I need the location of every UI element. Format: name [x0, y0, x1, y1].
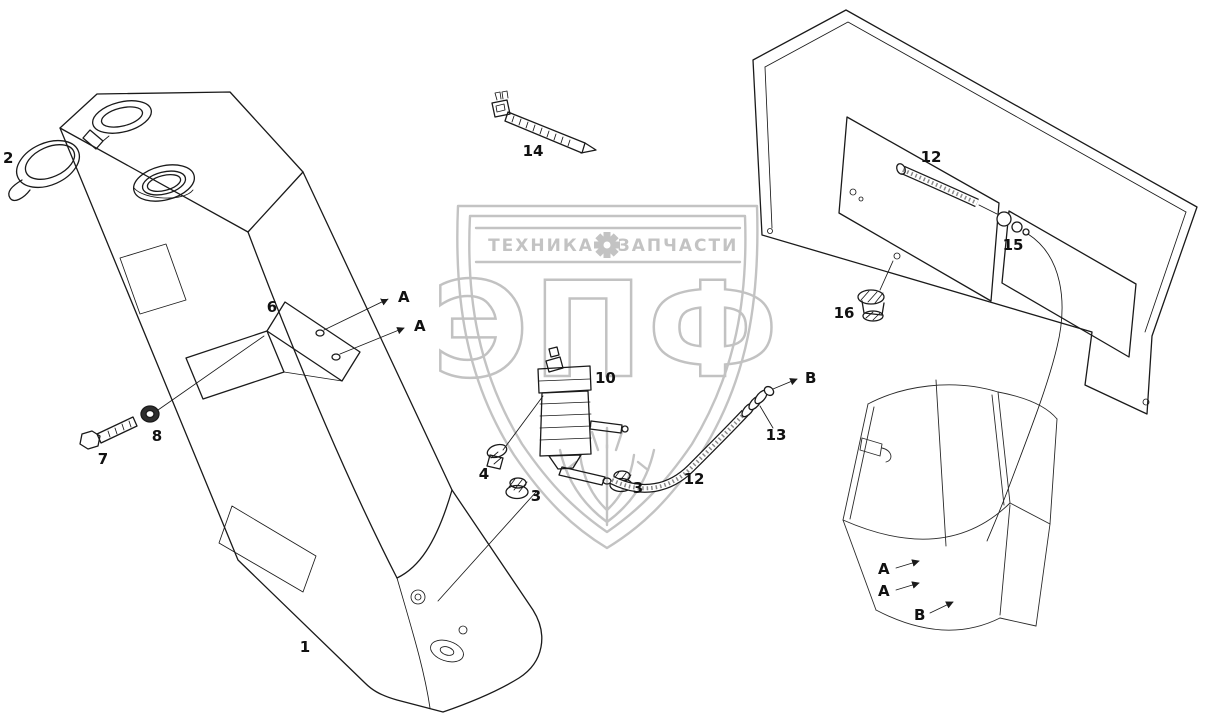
washer [140, 335, 265, 423]
filler-neck-lid [82, 100, 152, 150]
reservoir-cap [8, 139, 80, 202]
view-label-b-upper: B [805, 369, 816, 387]
callout-6: 6 [267, 298, 277, 316]
view-label-a-lower-2: A [878, 582, 890, 600]
cable-tie [491, 90, 597, 154]
grommet-left [505, 477, 529, 500]
watermark-banner-left: ТЕХНИКА [488, 236, 594, 256]
watermark-wheat-emblem [558, 426, 656, 527]
callout-3-left: 3 [531, 487, 541, 505]
cab-frame-sketch [842, 379, 1058, 631]
bolt [79, 416, 138, 450]
filler-neck-open [132, 164, 196, 202]
watermark-brand: ЭПФ [432, 254, 782, 408]
watermark-shield: ТЕХНИКА ЗАПЧАСТИ ЭПФ [431, 204, 782, 550]
hose-connector [741, 378, 798, 429]
gear-icon [594, 232, 620, 258]
callout-8: 8 [152, 427, 162, 445]
washer-pump [502, 346, 629, 486]
panel-grommet [857, 260, 894, 322]
hose-center [609, 409, 749, 493]
callout-7: 7 [98, 450, 108, 468]
callout-14: 14 [523, 142, 544, 160]
callout-2: 2 [3, 149, 13, 167]
callout-labels: 2 1 6 7 8 4 3 3 10 12 13 14 12 15 16 A A… [3, 142, 1023, 656]
callout-16: 16 [834, 304, 855, 322]
callout-15: 15 [1003, 236, 1024, 254]
callout-4: 4 [479, 465, 489, 483]
callout-10: 10 [595, 369, 616, 387]
callout-13: 13 [766, 426, 787, 444]
view-label-a-lower-1: A [878, 560, 890, 578]
callout-12-panel: 12 [921, 148, 942, 166]
watermark-banner-right: ЗАПЧАСТИ [618, 236, 739, 256]
view-label-a-upper-2: A [414, 317, 426, 335]
callout-12-center: 12 [684, 470, 705, 488]
hose-panel [896, 163, 979, 208]
callout-1: 1 [300, 638, 310, 656]
view-arrows-lower [895, 559, 954, 614]
mounting-bracket [185, 298, 405, 400]
callout-3-right: 3 [633, 479, 643, 497]
inlet-filter [486, 443, 508, 470]
view-label-a-upper-1: A [398, 288, 410, 306]
hose-coupling [978, 204, 1063, 542]
view-label-b-lower: B [914, 606, 925, 624]
dash-panel [752, 9, 1198, 415]
washer-reservoir-tank [59, 91, 543, 713]
